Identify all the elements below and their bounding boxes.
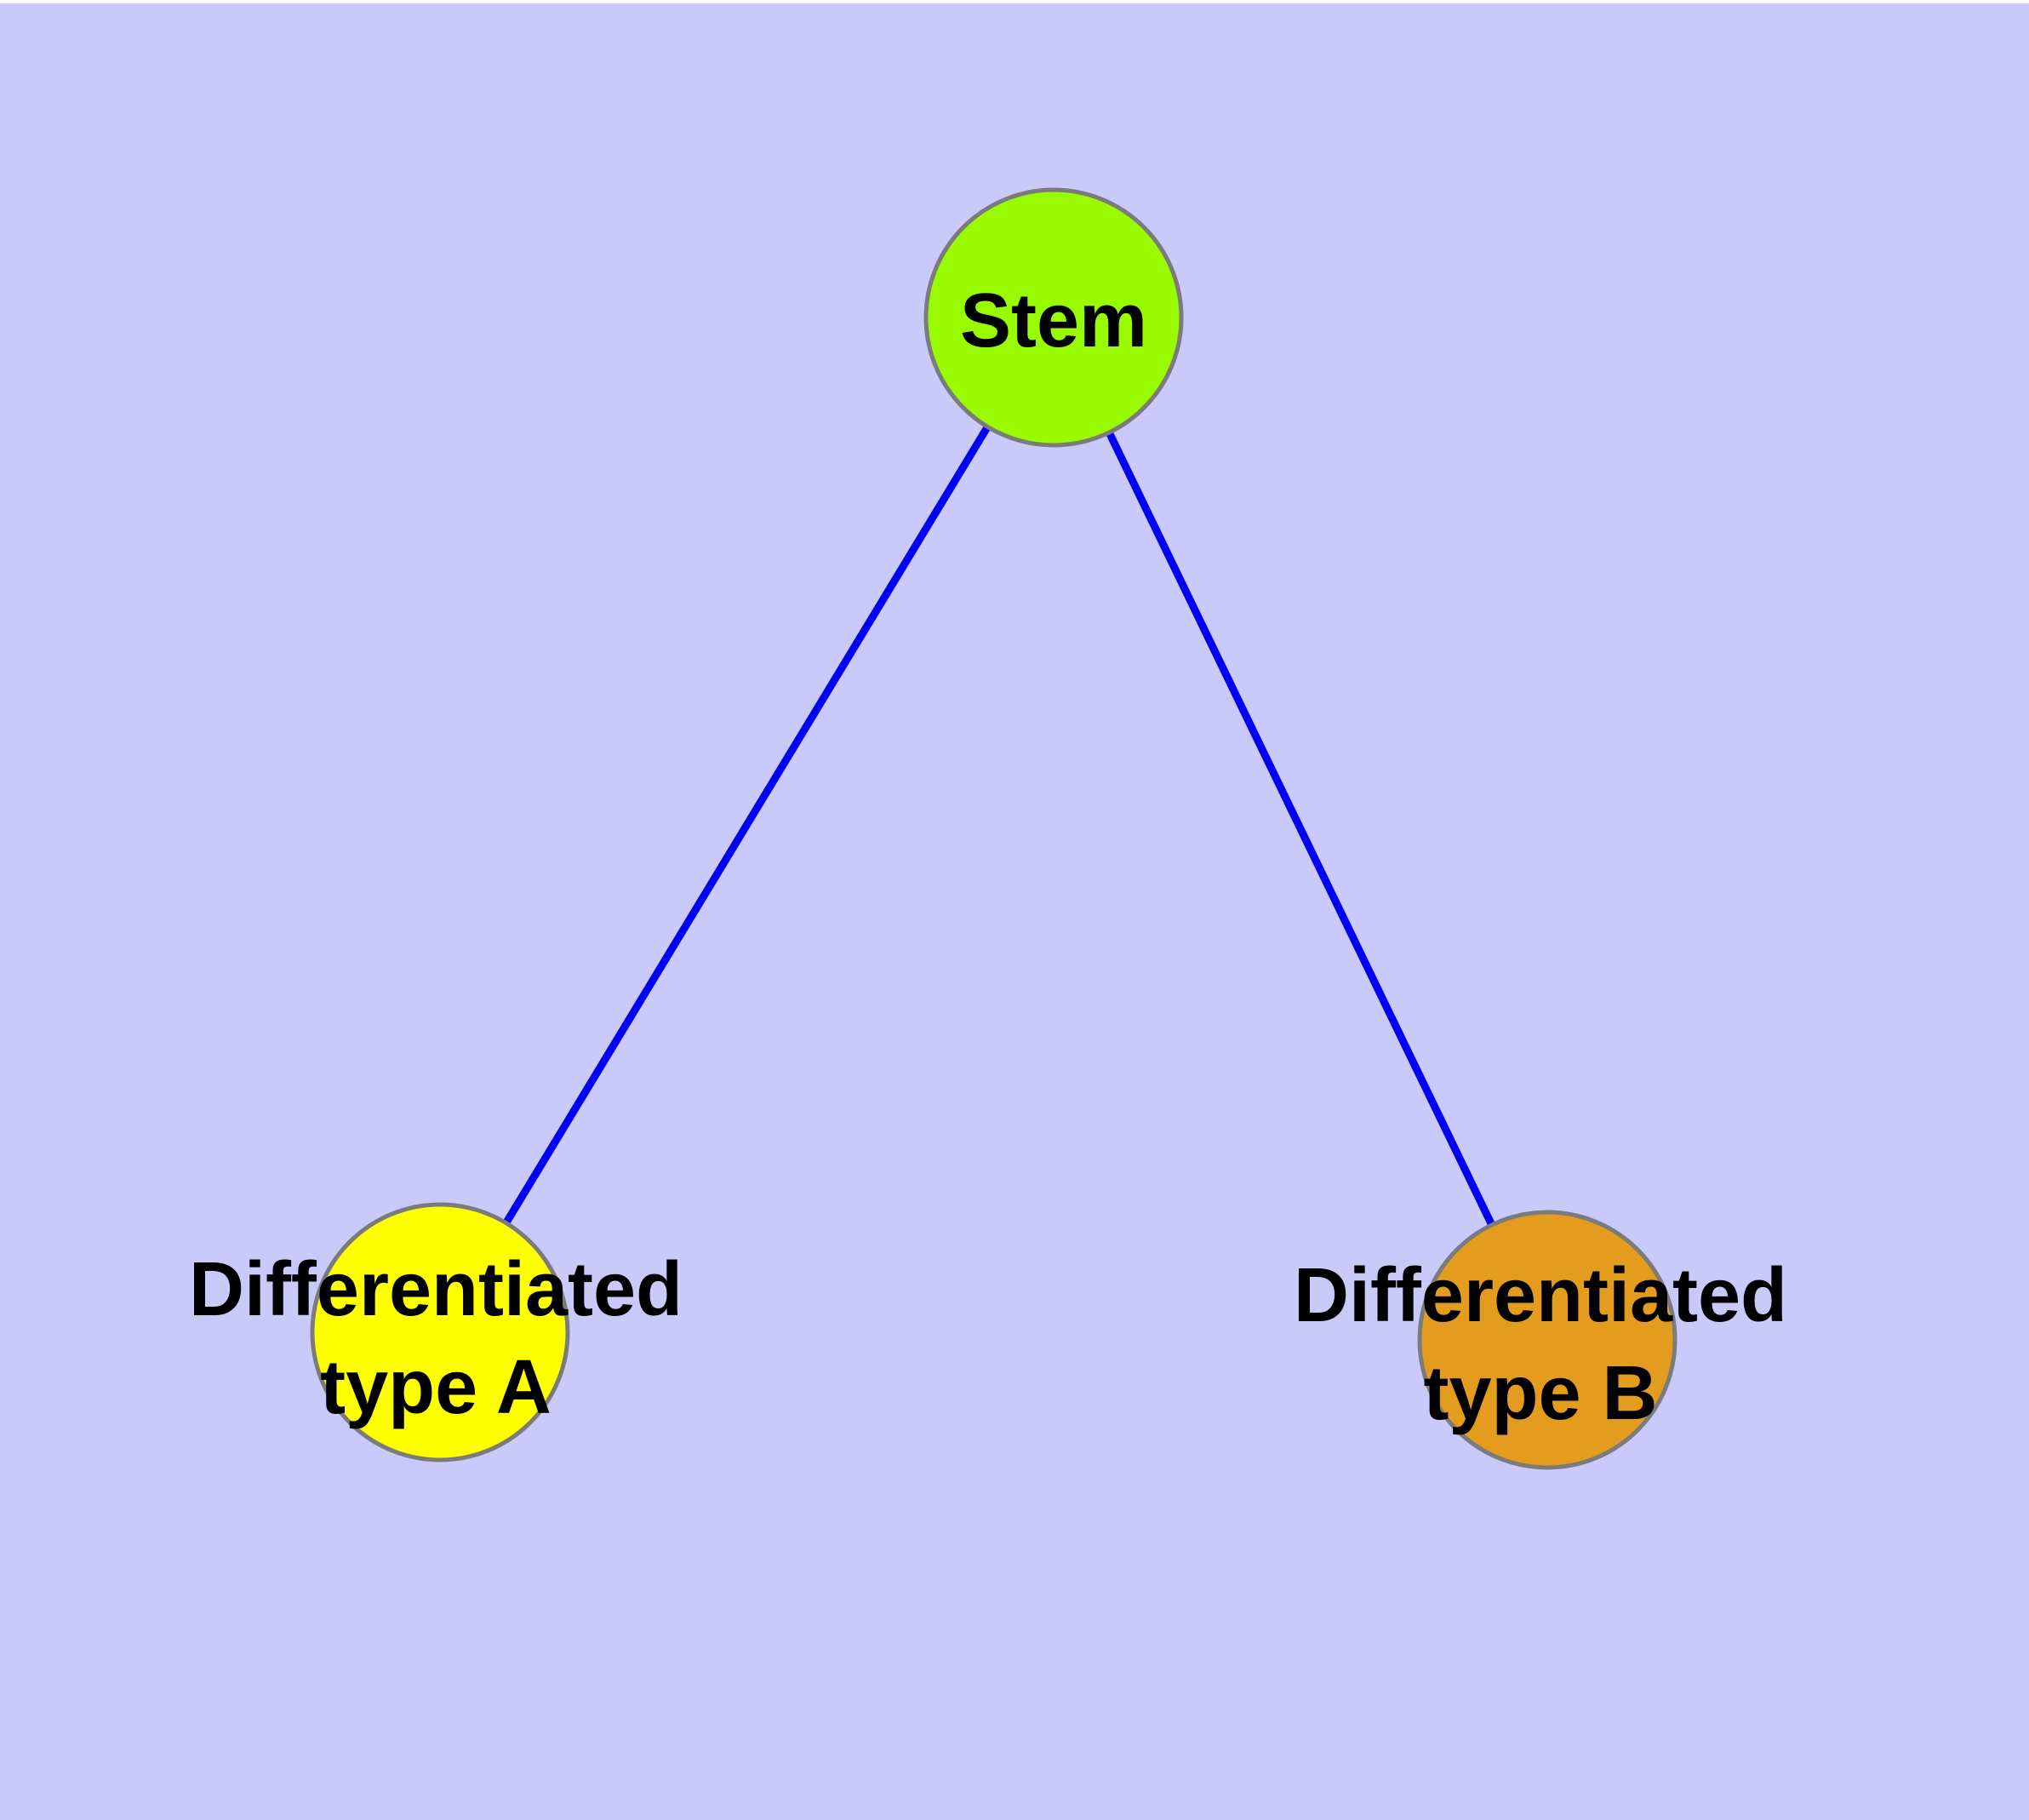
node-differentiated-type-a-circle — [310, 1202, 570, 1462]
node-differentiated-type-a-label-line2: type A — [320, 1345, 552, 1430]
node-differentiated-type-a: Differentiated type A — [189, 1202, 683, 1462]
node-stem-circle — [923, 187, 1184, 448]
node-stem: Stem — [923, 187, 1184, 448]
node-differentiated-type-a-label-line1: Differentiated — [189, 1247, 683, 1332]
edge-stem-to-type-a — [437, 315, 1057, 1335]
node-differentiated-type-b-circle — [1417, 1210, 1677, 1470]
node-differentiated-type-b-label-line2: type B — [1423, 1351, 1657, 1436]
edge-stem-to-type-b — [1049, 316, 1552, 1342]
node-differentiated-type-b-label-line1: Differentiated — [1294, 1253, 1787, 1338]
node-differentiated-type-b: Differentiated type B — [1294, 1210, 1787, 1470]
node-stem-label: Stem — [960, 278, 1147, 363]
